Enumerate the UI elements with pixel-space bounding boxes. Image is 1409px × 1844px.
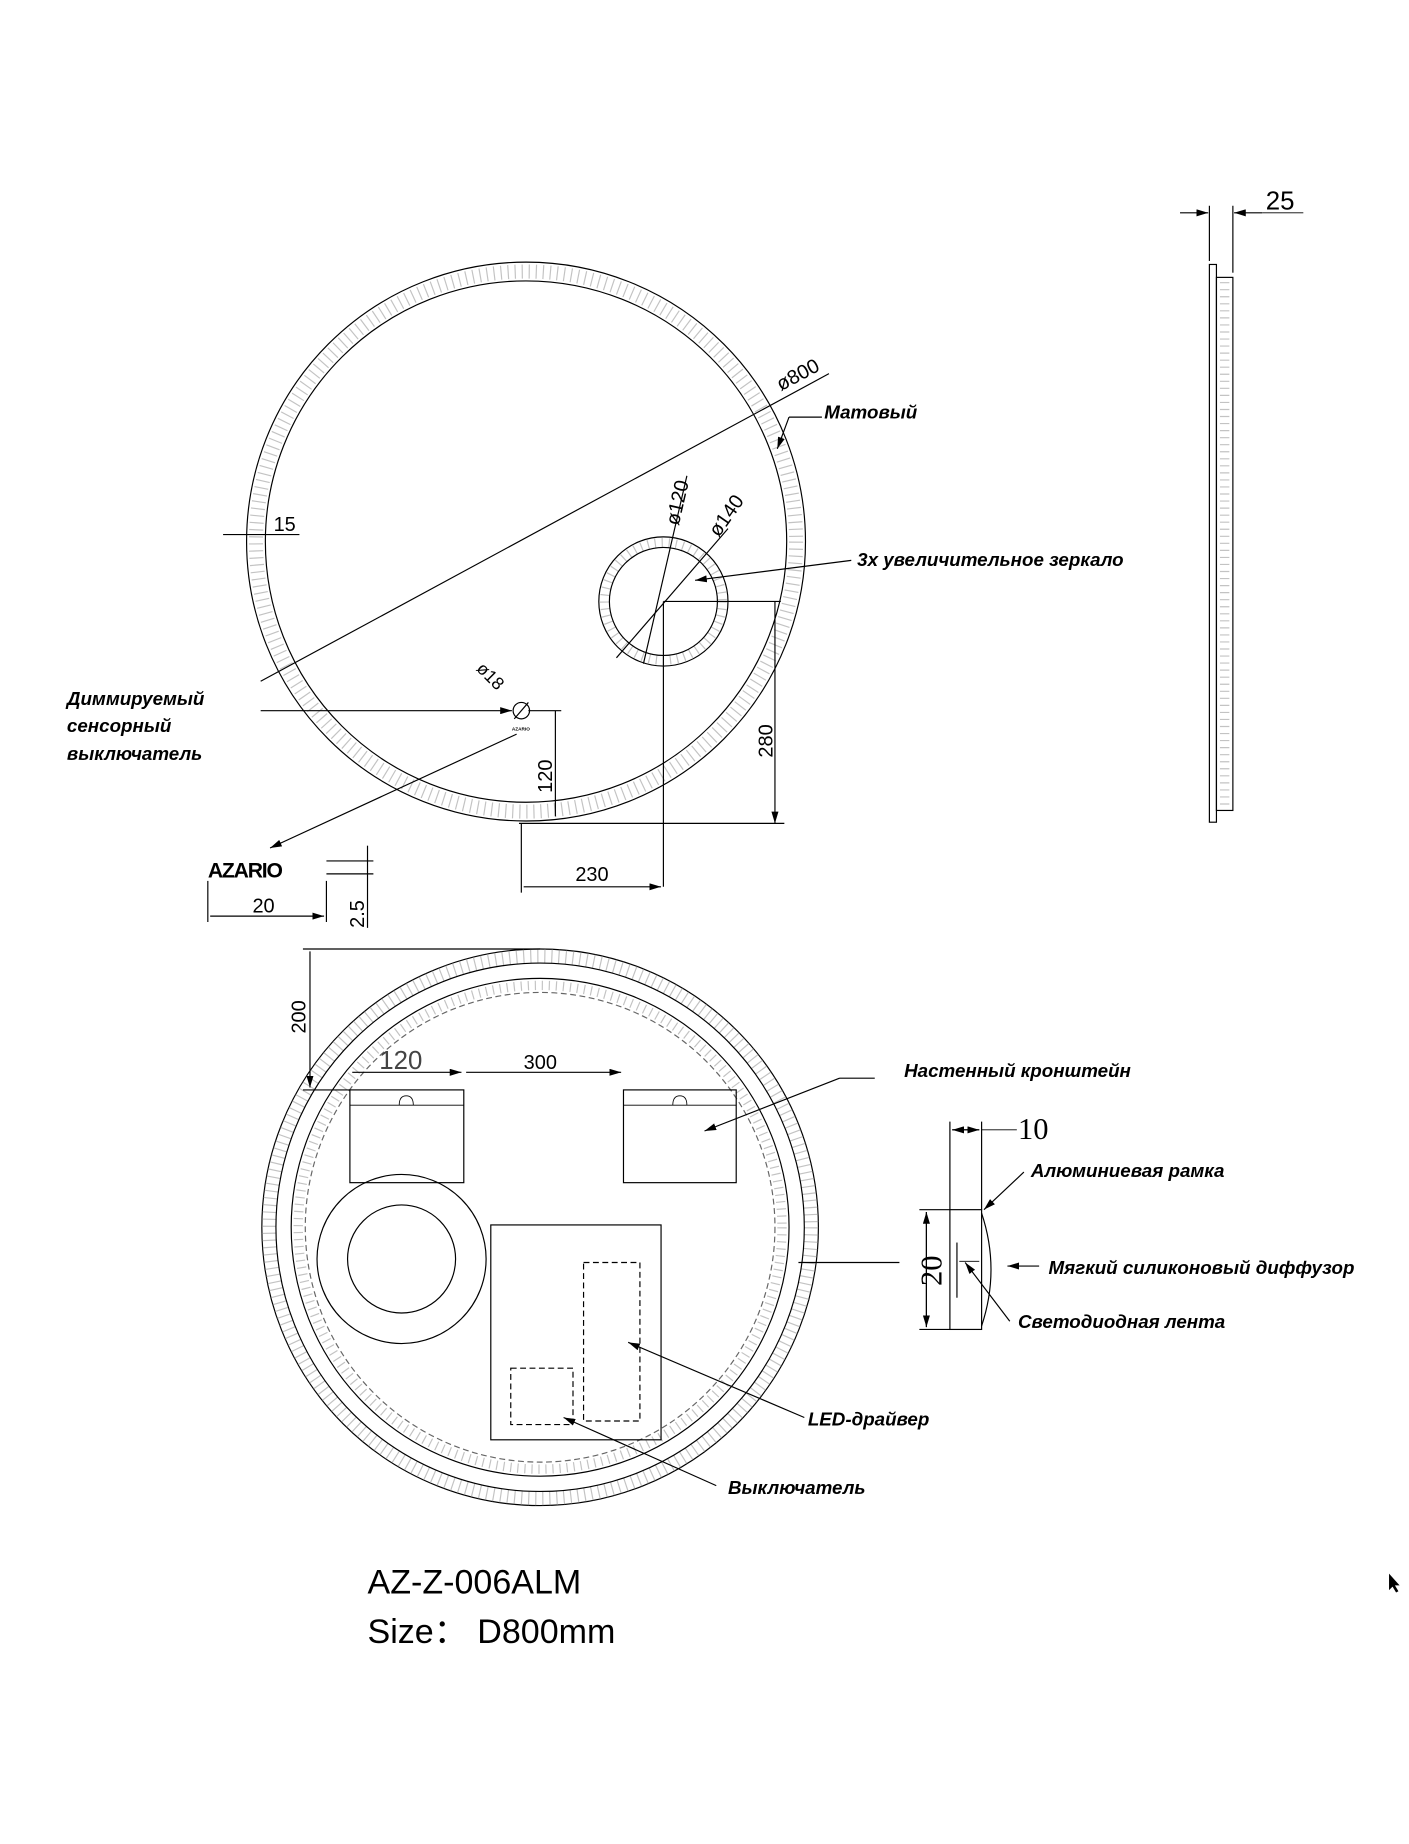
frame-width-label: 15 (274, 514, 296, 536)
diameter-label: ø800 (773, 355, 823, 396)
mirror-offset-v-label: 280 (756, 724, 778, 757)
label-dimmer-1: Диммируемый (65, 688, 205, 709)
azario-logo: AZARIO (208, 859, 283, 882)
label-matte: Матовый (824, 401, 918, 422)
magnifier-inner-label: ø120 (662, 478, 694, 527)
bracket-top-label: 200 (288, 1000, 310, 1033)
switch-logo: AZARIO (512, 727, 530, 732)
mouse-cursor-icon (1389, 1573, 1400, 1593)
switch-offset-label: 120 (535, 760, 557, 793)
label-dimmer-3: выключатель (67, 743, 202, 764)
wall-bracket-left (349, 1089, 465, 1184)
label-switch: Выключатель (728, 1477, 866, 1498)
profile-section: 10 20 Алюминиевая рамка Мягкий силиконов… (915, 1112, 1355, 1332)
side-view: 25 (1180, 187, 1304, 823)
size-label: Size： D800mm (368, 1613, 616, 1651)
depth-label: 25 (1266, 187, 1295, 215)
label-diffuser: Мягкий силиконовый диффузор (1049, 1257, 1355, 1278)
mirror-inner-edge (264, 280, 788, 803)
switch-diameter-label: ø18 (473, 658, 509, 694)
label-aluminium-frame: Алюминиевая рамка (1030, 1160, 1225, 1181)
label-wall-bracket: Настенный кронштейн (904, 1060, 1131, 1081)
model-number: AZ-Z-006ALM (368, 1564, 582, 1602)
switch-box (510, 1367, 574, 1426)
label-dimmer-2: сенсорный (67, 715, 172, 736)
led-driver (582, 1261, 641, 1422)
driver-housing (490, 1224, 662, 1441)
label-led-driver: LED-драйвер (808, 1409, 930, 1430)
logo-width-label: 20 (252, 896, 274, 918)
back-view: 200 120 300 Настенный кронштейн LED-драй… (261, 948, 1131, 1507)
matte-frame-texture (248, 264, 804, 819)
profile-height-label: 20 (915, 1255, 949, 1286)
profile-depth-label: 10 (1018, 1112, 1049, 1146)
front-view: ø800 15 ø120 ø140 280 230 AZARIO ø18 120… (65, 261, 1124, 928)
magnifier-outer-label: ø140 (705, 491, 749, 541)
label-led-strip: Светодиодная лента (1018, 1311, 1225, 1332)
bracket-width-label: 120 (379, 1047, 422, 1075)
mirror-offset-h-label: 230 (575, 864, 608, 886)
logo-height-label: 2.5 (347, 900, 369, 928)
bracket-gap-label: 300 (524, 1052, 557, 1074)
label-magnifier: 3х увеличительное зеркало (857, 549, 1123, 570)
wall-bracket-right (622, 1089, 737, 1184)
mirror-outer-edge (245, 261, 807, 822)
